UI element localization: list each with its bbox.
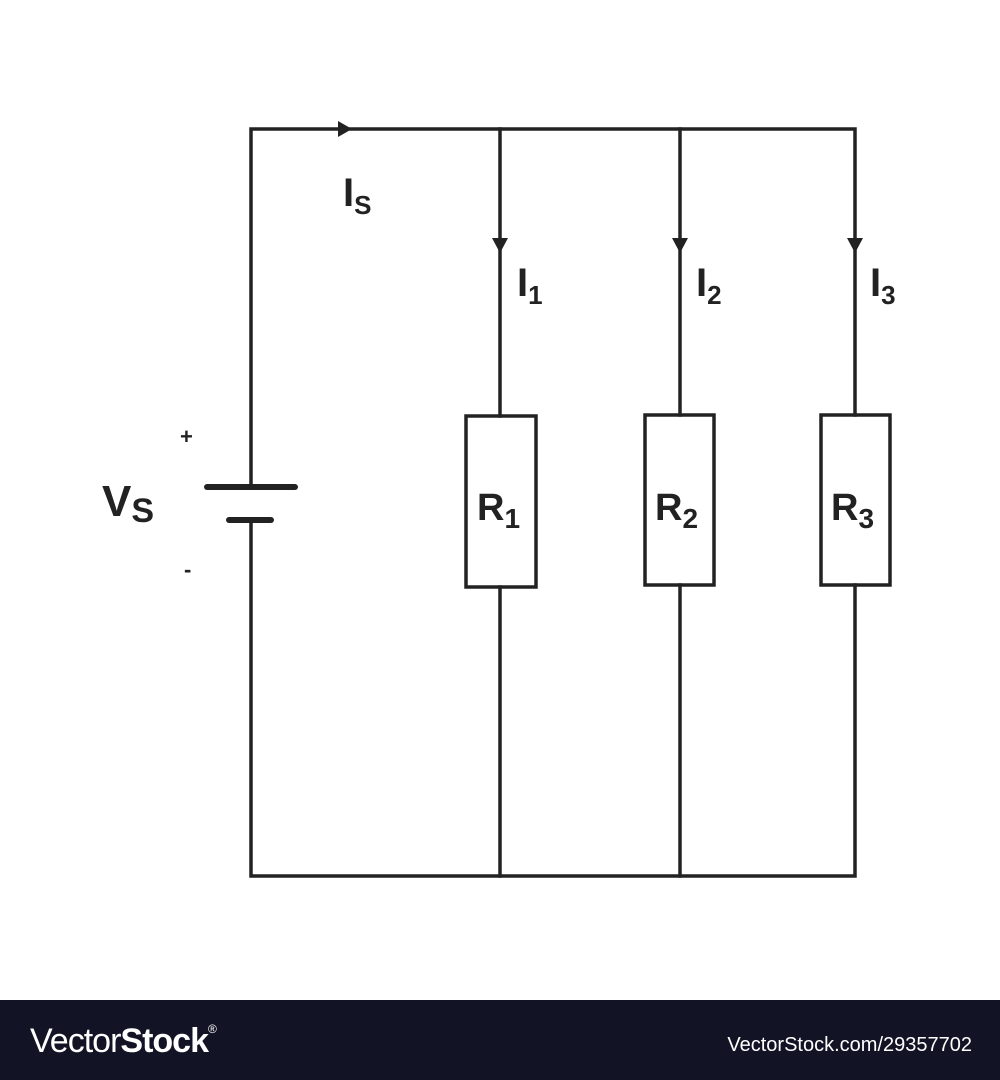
image-id: VectorStock.com/29357702 — [727, 1034, 972, 1056]
plus-sign: + — [180, 424, 193, 449]
arrow-i2-icon — [672, 238, 688, 253]
resistor-r1 — [464, 414, 538, 589]
resistor-r3-label: R3 — [831, 487, 874, 534]
arrow-i1-icon — [492, 238, 508, 253]
resistor-r2 — [643, 413, 716, 587]
source-voltage-label: VS — [102, 477, 154, 530]
wire-bottom — [249, 518, 857, 878]
branch-2-current-label: I2 — [696, 261, 722, 310]
registered-mark: ® — [207, 1022, 217, 1036]
brand-light: Vector — [30, 1022, 121, 1060]
resistor-r1-label: R1 — [477, 487, 520, 534]
arrow-source-current-icon — [338, 121, 352, 137]
circuit-diagram: + - VS IS I1 I2 I3 R1 R2 R3 — [102, 121, 896, 878]
resistor-r3 — [819, 413, 892, 587]
minus-sign: - — [184, 557, 191, 582]
source-current-label: IS — [343, 171, 371, 220]
arrow-i3-icon — [847, 238, 863, 253]
brand-logo: VectorStock® — [30, 1022, 217, 1061]
brand-bold: Stock — [120, 1022, 209, 1060]
branch-1-current-label: I1 — [517, 261, 543, 310]
branch-3-current-label: I3 — [870, 261, 896, 310]
footer-bar: VectorStock® VectorStock.com/29357702 — [0, 1000, 1000, 1080]
resistor-r2-label: R2 — [655, 487, 698, 534]
wire-top-left — [249, 127, 857, 488]
